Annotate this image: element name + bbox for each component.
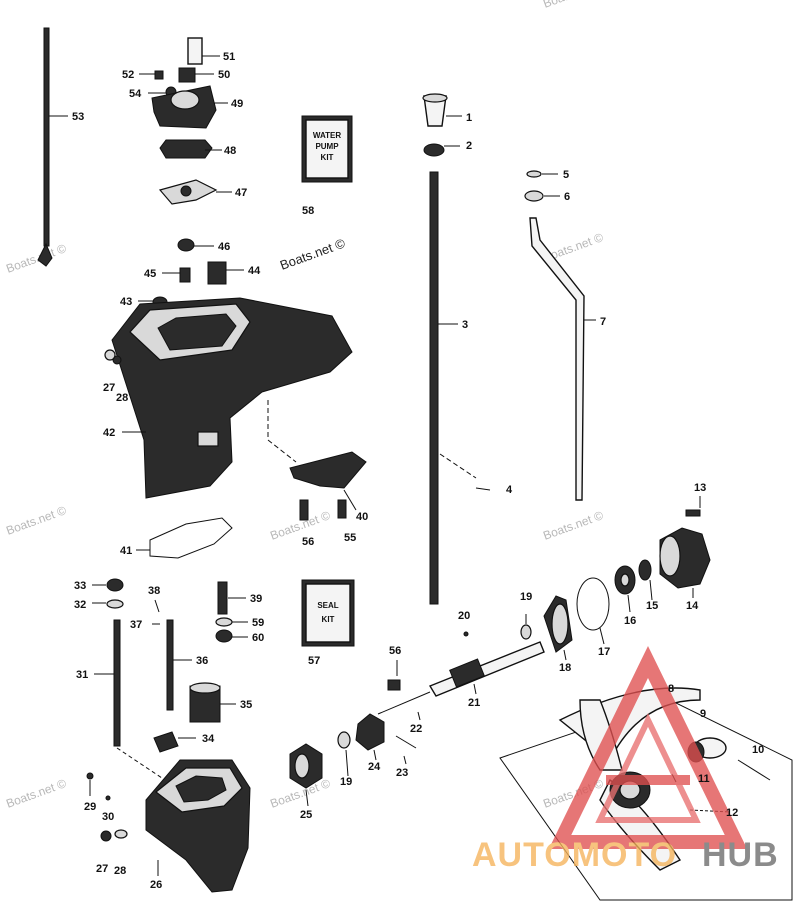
part-label: 52	[122, 69, 134, 81]
part-label: 5	[563, 169, 569, 181]
part-label: 27	[103, 382, 115, 394]
part-label: 54	[129, 88, 142, 100]
part-label: 29	[84, 801, 96, 813]
part-label: 45	[144, 268, 156, 280]
prop-shaft-21	[289, 631, 545, 807]
part-label: 34	[202, 733, 215, 745]
part-label: 12	[726, 807, 738, 819]
part-label: 38	[148, 585, 160, 597]
part-label: 35	[240, 699, 252, 711]
part-label: 11	[698, 773, 710, 785]
part-label: 60	[252, 632, 264, 644]
part-label: 27	[96, 863, 108, 875]
part-label: 4	[506, 484, 513, 496]
part-label: 7	[600, 316, 606, 328]
part-label: 3	[462, 319, 468, 331]
part-label: 46	[218, 241, 230, 253]
part-label: 36	[196, 655, 208, 667]
part-label: 30	[102, 811, 114, 823]
part-label: 42	[103, 427, 115, 439]
part-label: 23	[396, 767, 408, 779]
water-pump-assembly	[139, 37, 232, 252]
automotohub-logo: AUTOMOTO HUB	[472, 646, 779, 874]
part-label: 44	[248, 265, 261, 277]
watermark-text: Boats.net ©	[4, 241, 68, 276]
part-label: 1	[466, 112, 472, 124]
part-label: 39	[250, 593, 262, 605]
part-label: 41	[120, 545, 132, 557]
shift-rod-7	[524, 170, 596, 501]
fittings-43-44-45	[138, 261, 244, 308]
pinion-gear-35	[153, 682, 236, 753]
part-label: 17	[598, 646, 610, 658]
part-label: 10	[752, 744, 764, 756]
part-label: 56	[389, 645, 401, 657]
part-label: 31	[76, 669, 88, 681]
part-label: 43	[120, 296, 132, 308]
part-label: 25	[300, 809, 312, 821]
part-label: 49	[231, 98, 243, 110]
part-label: 58	[302, 205, 314, 217]
part-label: 56	[302, 536, 314, 548]
part-label: 32	[74, 599, 86, 611]
logo-text-automoto: AUTOMOTO	[472, 836, 677, 874]
part-label: 2	[466, 140, 472, 152]
part-label: 47	[235, 187, 247, 199]
studs-31-36	[94, 619, 192, 781]
part-label: 13	[694, 482, 706, 494]
logo-text-hub: HUB	[702, 836, 779, 874]
part-label: 40	[356, 511, 368, 523]
part-label: 19	[520, 591, 532, 603]
part-label: 26	[150, 879, 162, 891]
part-label: 59	[252, 617, 264, 629]
kit-text-line: WATER	[313, 131, 342, 140]
watermark-text: Boats.net ©	[4, 776, 68, 811]
part-label: 18	[559, 662, 571, 674]
watermark-text: Boats.net ©	[541, 508, 605, 543]
part-label: 6	[564, 191, 570, 203]
part-label: 28	[114, 865, 126, 877]
drive-shaft-3	[422, 93, 491, 605]
part-label: 50	[218, 69, 230, 81]
part-label: 57	[308, 655, 320, 667]
part-42-drive-shaft-housing	[104, 297, 353, 499]
part-label: 14	[686, 600, 699, 612]
part-label: 48	[224, 145, 236, 157]
part-label: 55	[344, 532, 356, 544]
kit-text-line: KIT	[321, 153, 334, 162]
part-40-bracket	[267, 400, 367, 521]
seal-kit-box: SEAL KIT	[301, 579, 355, 647]
kit-text-line: SEAL	[317, 601, 338, 610]
part-41-gasket	[136, 517, 233, 559]
part-label: 37	[130, 619, 142, 631]
part-label: 24	[368, 761, 381, 773]
fasteners-29-30	[86, 772, 111, 801]
part-label: 53	[72, 111, 84, 123]
kit-text-line: PUMP	[315, 142, 339, 151]
part-26-gear-case	[100, 759, 251, 893]
part-label: 15	[646, 600, 658, 612]
part-label: 33	[74, 580, 86, 592]
part-53-shift-rod	[37, 27, 68, 267]
part-label: 51	[223, 51, 235, 63]
part-label: 9	[700, 708, 706, 720]
part-label: 22	[410, 723, 422, 735]
part-label: 16	[624, 615, 636, 627]
water-pump-kit-box: WATER PUMP KIT	[301, 115, 353, 183]
part-label: 28	[116, 392, 128, 404]
small-fasteners-left	[92, 578, 248, 643]
watermark-text: Boats.net ©	[541, 0, 605, 11]
kit-text-line: KIT	[322, 615, 335, 624]
propeller-shaft-assembly	[520, 496, 711, 661]
part-labels: 1 2 3 4 5 6 7 8 9 10 11 12 13 14 15 16 1…	[72, 51, 764, 891]
watermark-text: Boats.net ©	[278, 235, 348, 273]
part-label: 20	[458, 610, 470, 622]
part-label: 21	[468, 697, 480, 709]
part-label: 19	[340, 776, 352, 788]
part-label: 8	[668, 683, 674, 695]
watermark-text: Boats.net ©	[4, 503, 68, 538]
